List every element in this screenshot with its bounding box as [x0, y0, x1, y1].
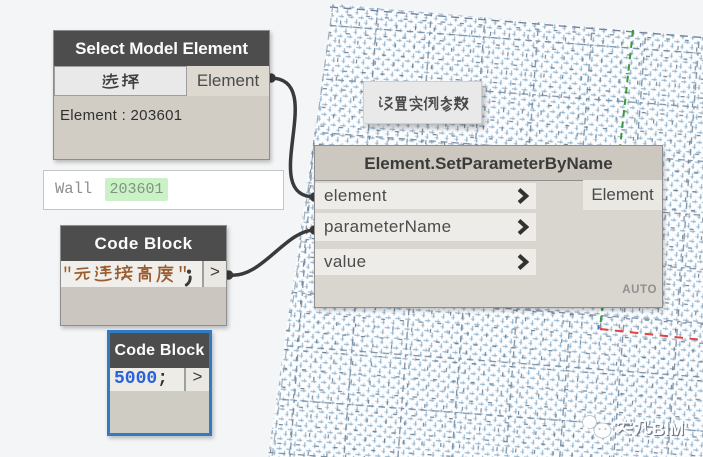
svg-text:": " — [62, 266, 73, 286]
svg-text:": " — [177, 264, 188, 286]
svg-text:BIM: BIM — [653, 420, 685, 440]
svg-text:BIM: BIM — [652, 419, 684, 439]
